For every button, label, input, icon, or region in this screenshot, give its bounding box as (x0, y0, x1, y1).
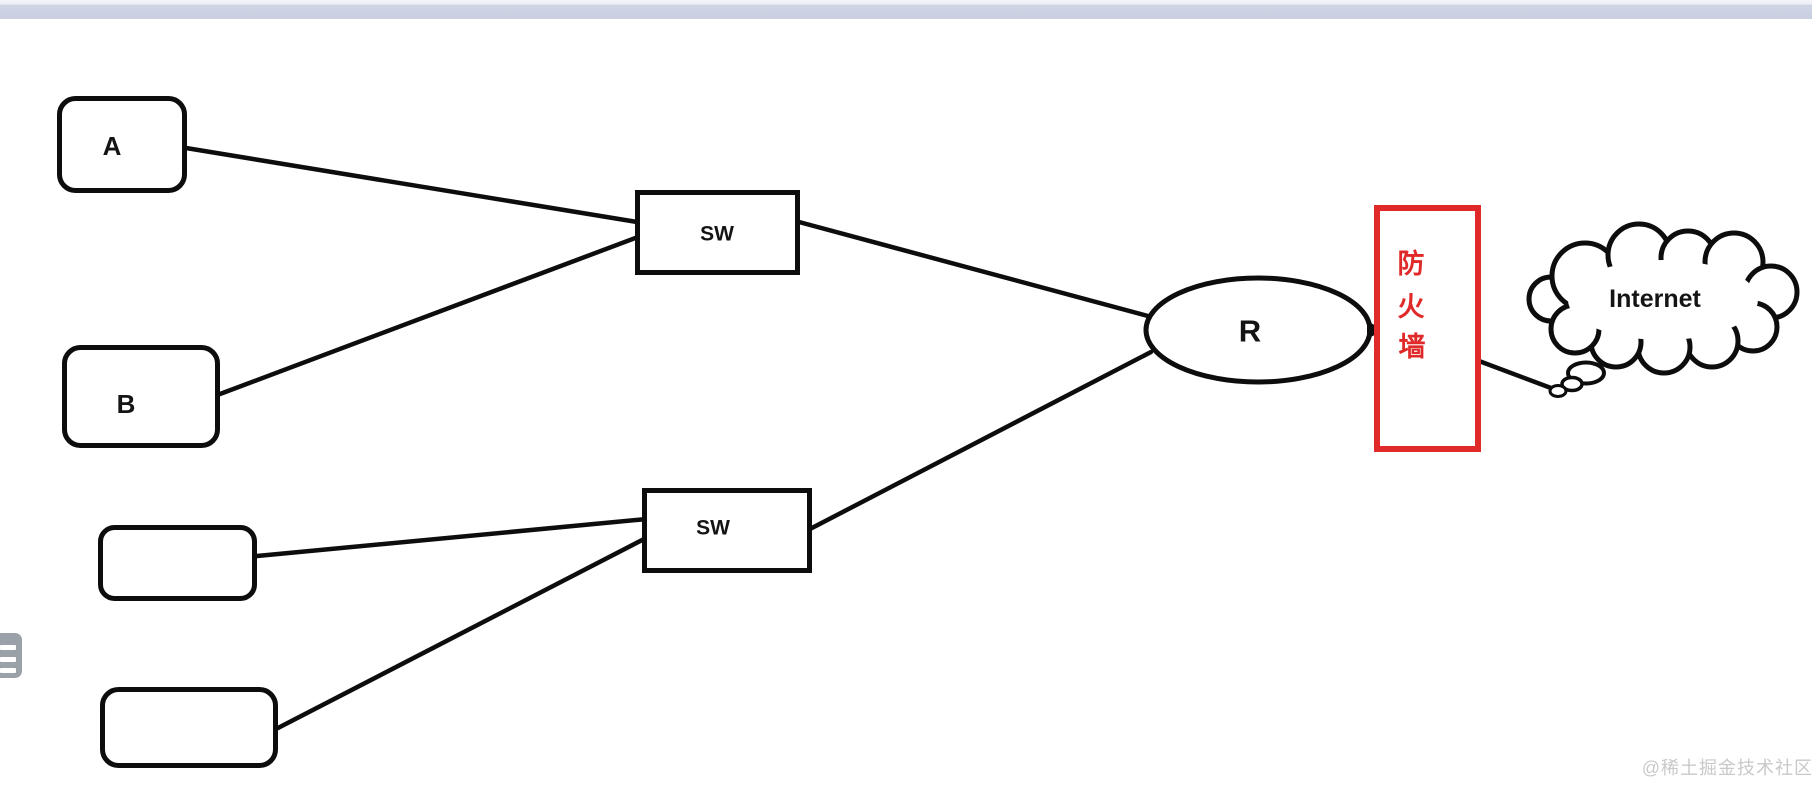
firewall-char-3: 墙 (1399, 332, 1426, 362)
host-a-label: A (103, 131, 122, 161)
edges (183, 145, 1554, 732)
menu-icon-bar (0, 668, 16, 673)
switch-bottom-label: SW (696, 517, 730, 540)
node-host-a: A (57, 96, 187, 193)
node-switch-top: SW (635, 190, 800, 275)
edge-firewall-to-internet (1476, 358, 1554, 391)
host-b-label: B (117, 389, 136, 419)
window-top-bar (0, 0, 1812, 19)
menu-icon[interactable] (0, 633, 22, 678)
internet-label: Internet (1609, 285, 1701, 313)
node-host-c (98, 525, 257, 601)
thought-bubble-medium (1560, 375, 1584, 393)
edge-switch-bottom-to-router (807, 349, 1154, 532)
node-host-d (100, 687, 278, 768)
router-label: R (1239, 314, 1261, 349)
node-switch-bottom: SW (642, 488, 812, 573)
edge-switch-top-to-router (796, 219, 1151, 319)
switch-top-label: SW (700, 223, 734, 246)
thought-bubble-small (1548, 384, 1568, 398)
menu-icon-bar (0, 645, 16, 650)
edge-d-to-switch-bottom (273, 534, 651, 732)
menu-icon-bar (0, 657, 16, 662)
node-firewall: 防 火 墙 (1374, 205, 1481, 452)
edge-c-to-switch-bottom (254, 516, 650, 559)
edge-a-to-switch-top (183, 145, 640, 225)
watermark: @稀土掘金技术社区 (1641, 758, 1813, 778)
node-host-b: B (62, 345, 220, 448)
firewall-char-1: 防 (1398, 249, 1425, 279)
firewall-char-2: 火 (1398, 292, 1425, 322)
node-internet-cloud: Internet (1526, 221, 1800, 398)
edge-b-to-switch-top (217, 234, 641, 397)
node-router: R (1143, 275, 1373, 385)
